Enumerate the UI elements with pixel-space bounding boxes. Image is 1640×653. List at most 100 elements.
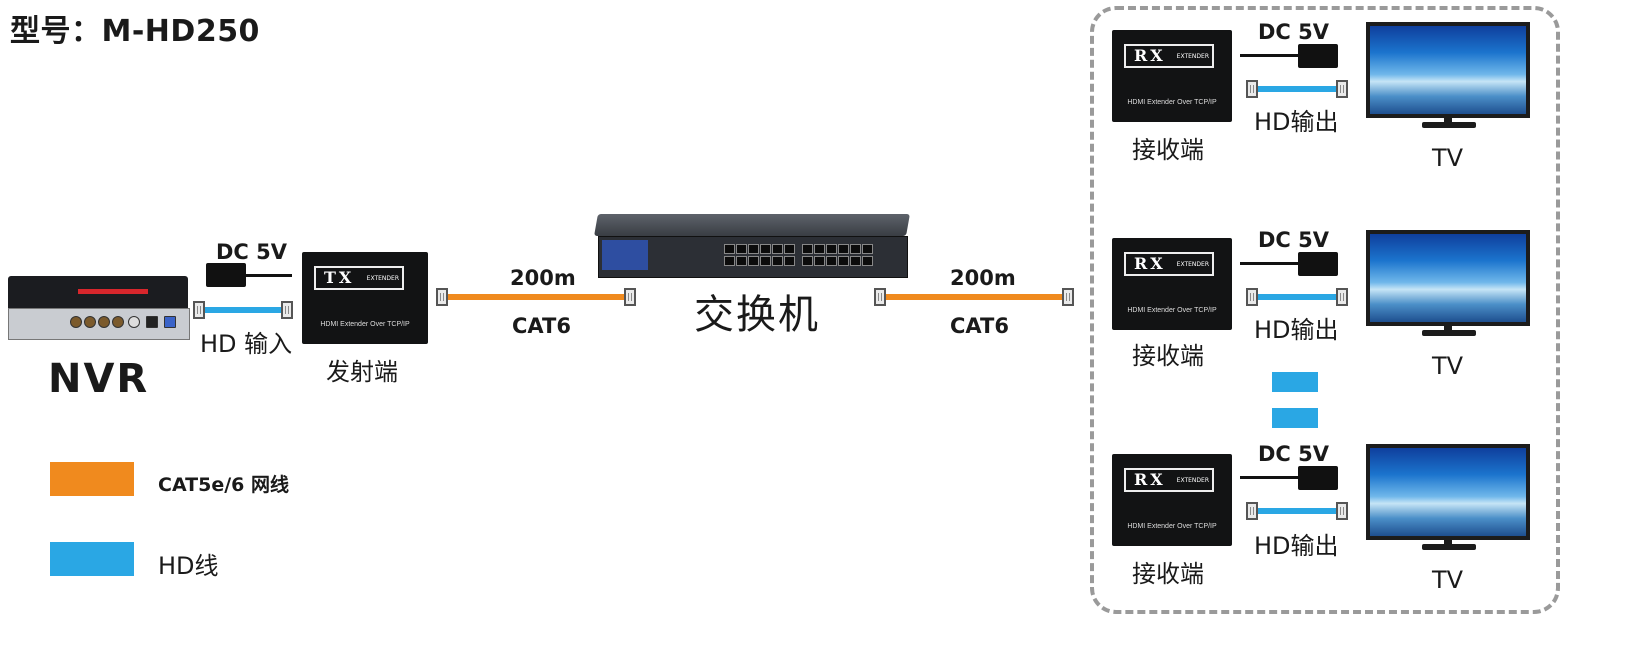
tx-description: HDMI Extender Over TCP/IP bbox=[320, 321, 410, 328]
continuation-marker bbox=[1272, 372, 1318, 392]
switch-port-icon bbox=[862, 244, 873, 254]
hd-input-label: HD 输入 bbox=[200, 330, 293, 358]
bnc-port-icon bbox=[70, 316, 82, 328]
rx-logo-small: EXTENDER bbox=[1176, 477, 1209, 484]
tv-stand bbox=[1422, 122, 1476, 128]
switch-port-icon bbox=[838, 244, 849, 254]
tv-stand bbox=[1422, 544, 1476, 550]
rx-extender: RX EXTENDER HDMI Extender Over TCP/IP bbox=[1112, 30, 1232, 122]
hd-output-label: HD输出 bbox=[1254, 532, 1339, 560]
bnc-port-icon bbox=[112, 316, 124, 328]
hd-output-label: HD输出 bbox=[1254, 108, 1339, 136]
power-cord bbox=[1240, 54, 1300, 57]
network-switch bbox=[594, 214, 910, 278]
tv-neck bbox=[1444, 326, 1452, 332]
hdmi-plug-icon bbox=[1336, 502, 1348, 520]
switch-port-icon bbox=[826, 244, 837, 254]
hd-cable bbox=[1258, 294, 1336, 300]
switch-port-icon bbox=[814, 244, 825, 254]
cable-type-right: CAT6 bbox=[950, 314, 1009, 338]
rx-logo: RX EXTENDER bbox=[1124, 252, 1214, 276]
switch-port-icon bbox=[838, 256, 849, 266]
switch-port-icon bbox=[850, 244, 861, 254]
power-adapter-icon bbox=[1298, 466, 1338, 490]
tx-logo-text: TX bbox=[324, 268, 355, 287]
tv-icon bbox=[1366, 230, 1530, 340]
hdmi-plug-icon bbox=[1246, 502, 1258, 520]
rx-logo: RX EXTENDER bbox=[1124, 44, 1214, 68]
power-cord bbox=[246, 274, 292, 277]
continuation-marker bbox=[1272, 408, 1318, 428]
switch-port-icon bbox=[724, 256, 735, 266]
rx-extender: RX EXTENDER HDMI Extender Over TCP/IP bbox=[1112, 454, 1232, 546]
switch-port-icon bbox=[736, 244, 747, 254]
hd-output-label: HD输出 bbox=[1254, 316, 1339, 344]
switch-port-icon bbox=[748, 256, 759, 266]
tv-label: TV bbox=[1432, 566, 1464, 594]
switch-port-icon bbox=[814, 256, 825, 266]
switch-port-icon bbox=[772, 244, 783, 254]
rx-logo-small: EXTENDER bbox=[1176, 53, 1209, 60]
switch-port-icon bbox=[772, 256, 783, 266]
switch-port-icon bbox=[802, 256, 813, 266]
legend-label-cat: CAT5e/6 网线 bbox=[158, 474, 290, 496]
rj45-plug-icon bbox=[624, 288, 636, 306]
tv-screen bbox=[1366, 230, 1530, 326]
rx-device-label: 接收端 bbox=[1132, 342, 1204, 370]
hd-cable bbox=[1258, 86, 1336, 92]
rj45-plug-icon bbox=[874, 288, 886, 306]
model-title: 型号：M-HD250 bbox=[10, 14, 260, 49]
hdmi-plug-icon bbox=[1336, 288, 1348, 306]
rx-logo-text: RX bbox=[1134, 470, 1166, 489]
switch-port-icon bbox=[784, 256, 795, 266]
rx-description: HDMI Extender Over TCP/IP bbox=[1127, 307, 1217, 314]
switch-port-icon bbox=[862, 256, 873, 266]
tv-icon bbox=[1366, 444, 1530, 554]
tv-label: TV bbox=[1432, 352, 1464, 380]
rx-description: HDMI Extender Over TCP/IP bbox=[1127, 99, 1217, 106]
nvr-red-strip bbox=[78, 289, 148, 294]
rx-logo-text: RX bbox=[1134, 254, 1166, 273]
receiver-group-frame bbox=[1090, 6, 1560, 614]
bnc-port-icon bbox=[98, 316, 110, 328]
rj45-plug-icon bbox=[1062, 288, 1074, 306]
power-adapter-icon bbox=[1298, 252, 1338, 276]
tv-screen bbox=[1366, 22, 1530, 118]
hdmi-plug-icon bbox=[193, 301, 205, 319]
rx-extender: RX EXTENDER HDMI Extender Over TCP/IP bbox=[1112, 238, 1232, 330]
rx-logo-text: RX bbox=[1134, 46, 1166, 65]
bnc-port-icon bbox=[84, 316, 96, 328]
nvr-label: NVR bbox=[48, 356, 150, 402]
switch-port-icon bbox=[748, 244, 759, 254]
switch-port-icon bbox=[826, 256, 837, 266]
rx-description: HDMI Extender Over TCP/IP bbox=[1127, 523, 1217, 530]
rx-device-label: 接收端 bbox=[1132, 560, 1204, 588]
hdmi-plug-icon bbox=[1246, 80, 1258, 98]
hdmi-plug-icon bbox=[1246, 288, 1258, 306]
nvr-device bbox=[8, 276, 190, 342]
cable-type-left: CAT6 bbox=[512, 314, 571, 338]
switch-port-icon bbox=[802, 244, 813, 254]
legend-swatch-hd bbox=[50, 542, 134, 576]
rx-power-label: DC 5V bbox=[1258, 442, 1330, 466]
legend-swatch-cat bbox=[50, 462, 134, 496]
legend-label-hd: HD线 bbox=[158, 552, 219, 580]
rx-logo: RX EXTENDER bbox=[1124, 468, 1214, 492]
switch-port-icon bbox=[760, 256, 771, 266]
cat6-cable-left bbox=[448, 294, 624, 300]
tv-neck bbox=[1444, 118, 1452, 124]
rj45-plug-icon bbox=[436, 288, 448, 306]
power-cord bbox=[1240, 262, 1300, 265]
distance-right: 200m bbox=[950, 266, 1016, 290]
switch-brand-tag bbox=[602, 240, 648, 270]
rx-logo-small: EXTENDER bbox=[1176, 261, 1209, 268]
switch-port-icon bbox=[850, 256, 861, 266]
rx-power-label: DC 5V bbox=[1258, 228, 1330, 252]
cat6-cable-right bbox=[886, 294, 1062, 300]
switch-port-icon bbox=[724, 244, 735, 254]
power-adapter-icon bbox=[1298, 44, 1338, 68]
tx-power-label: DC 5V bbox=[216, 240, 288, 264]
switch-port-icon bbox=[736, 256, 747, 266]
tv-label: TV bbox=[1432, 144, 1464, 172]
